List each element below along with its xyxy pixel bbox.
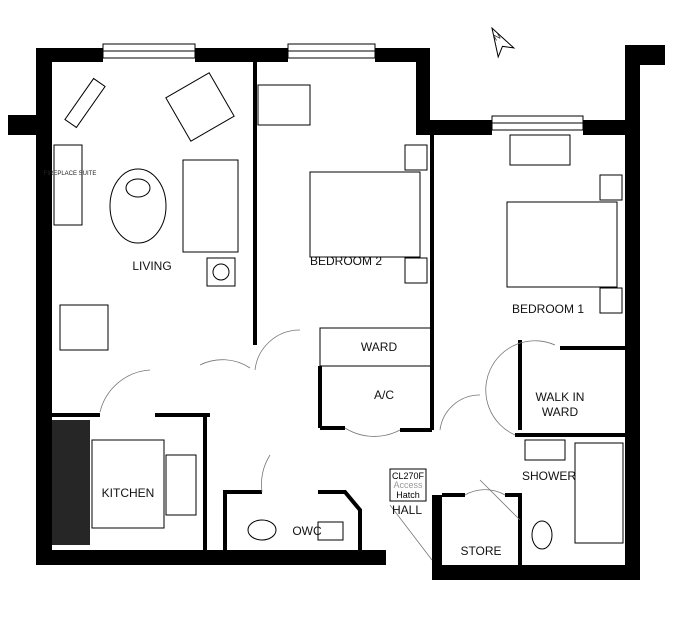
kitchen-island-icon bbox=[91, 439, 165, 529]
sink-icon bbox=[165, 454, 197, 516]
room-label-owc: OWC bbox=[292, 524, 322, 538]
sofa-icon bbox=[182, 159, 239, 253]
room-label-ac: A/C bbox=[374, 388, 394, 402]
coffee-table-icon bbox=[109, 168, 167, 244]
room-label-walk-in: WALK IN bbox=[536, 390, 585, 404]
room-label-shower: SHOWER bbox=[522, 469, 576, 483]
bed-icon bbox=[309, 171, 421, 258]
windows bbox=[102, 43, 584, 131]
outer-walls bbox=[8, 45, 665, 580]
bed-icon bbox=[506, 201, 618, 288]
fireplace-icon bbox=[53, 144, 83, 226]
tv-icon bbox=[64, 77, 106, 129]
room-labels: LIVING BEDROOM 2 BEDROOM 1 WARD A/C WALK… bbox=[102, 254, 585, 558]
desk-icon bbox=[509, 134, 571, 166]
doors bbox=[99, 329, 556, 561]
toilet-icon bbox=[247, 519, 277, 541]
shower-tray-icon bbox=[574, 442, 624, 544]
room-label-bedroom-2: BEDROOM 2 bbox=[310, 254, 382, 268]
room-label-walk-in-ward: WARD bbox=[542, 405, 579, 419]
room-label-bedroom-1: BEDROOM 1 bbox=[512, 302, 584, 316]
access-hatch: CL270F Access Hatch bbox=[389, 468, 427, 502]
compass-icon: N bbox=[491, 26, 516, 59]
svg-text:CL270F: CL270F bbox=[392, 471, 425, 481]
room-label-hall: HALL bbox=[392, 503, 422, 517]
svg-text:FIREPLACE SUITE: FIREPLACE SUITE bbox=[44, 171, 97, 177]
armchair-icon bbox=[59, 304, 109, 351]
toilet-icon bbox=[531, 520, 553, 550]
room-label-living: LIVING bbox=[132, 259, 171, 273]
svg-text:Hatch: Hatch bbox=[396, 490, 420, 500]
interior-walls bbox=[52, 62, 625, 565]
basin-icon bbox=[524, 439, 566, 461]
room-label-ward: WARD bbox=[361, 340, 398, 354]
furniture: FIREPLACE SUITE bbox=[44, 72, 624, 550]
room-label-kitchen: KITCHEN bbox=[102, 486, 155, 500]
desk-icon bbox=[257, 84, 311, 126]
svg-text:N: N bbox=[492, 31, 503, 43]
basin-icon bbox=[317, 521, 344, 541]
armchair-icon bbox=[165, 72, 235, 142]
room-label-store: STORE bbox=[460, 544, 501, 558]
svg-text:Access: Access bbox=[393, 480, 423, 490]
